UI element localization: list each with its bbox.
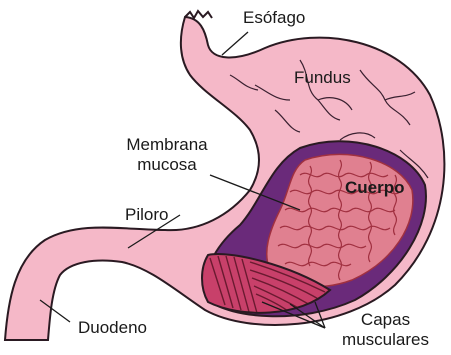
label-fundus: Fundus bbox=[294, 68, 351, 88]
label-piloro: Piloro bbox=[125, 205, 168, 225]
label-membrana-line2: mucosa bbox=[112, 155, 222, 175]
label-membrana-line1: Membrana bbox=[112, 135, 222, 155]
label-capas-musculares: Capas musculares bbox=[328, 310, 443, 350]
label-membrana-mucosa: Membrana mucosa bbox=[112, 135, 222, 175]
label-duodeno: Duodeno bbox=[78, 318, 147, 338]
label-capas-line1: Capas bbox=[328, 310, 443, 330]
label-cuerpo: Cuerpo bbox=[345, 178, 405, 198]
label-esofago: Esófago bbox=[243, 8, 305, 28]
label-capas-line2: musculares bbox=[328, 330, 443, 350]
